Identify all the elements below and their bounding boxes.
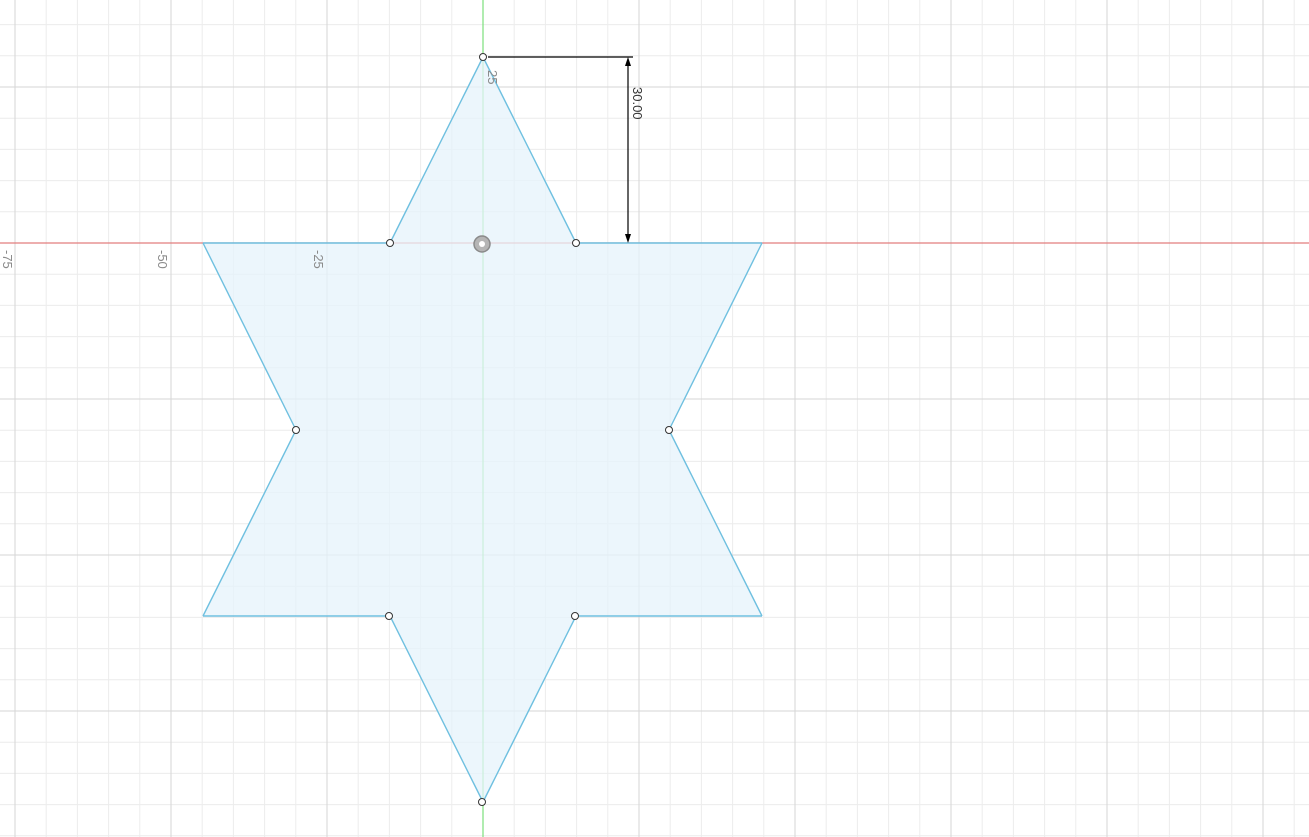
sketch-line[interactable] — [202, 242, 297, 431]
sketch-line[interactable] — [389, 615, 484, 803]
sketch-point[interactable] — [292, 426, 300, 434]
sketch-line[interactable] — [202, 429, 297, 617]
sketch-point[interactable] — [572, 239, 580, 247]
star-outline — [202, 56, 763, 803]
dimension-arrow-bottom — [625, 234, 631, 243]
sketch-line[interactable] — [668, 242, 763, 431]
dimension-arrow-top — [625, 57, 631, 66]
sketch-point[interactable] — [665, 426, 673, 434]
dimension-value[interactable]: 30.00 — [630, 87, 645, 120]
sketch-line[interactable] — [668, 429, 763, 617]
sketch-point[interactable] — [478, 798, 486, 806]
sketch-point[interactable] — [479, 53, 487, 61]
sketch-points — [292, 53, 673, 806]
profile-region[interactable] — [203, 57, 762, 802]
axis-label-x-neg50: -50 — [155, 250, 170, 269]
axis-label-x-neg25: -25 — [311, 250, 326, 269]
origin-icon[interactable] — [473, 235, 491, 253]
dimension-30[interactable]: 30.00 — [488, 56, 645, 243]
sketch-line[interactable] — [482, 615, 577, 803]
sketch-line[interactable] — [389, 56, 484, 244]
sketch-point[interactable] — [386, 239, 394, 247]
sketch-point[interactable] — [571, 612, 579, 620]
sketch-point[interactable] — [385, 612, 393, 620]
axis-label-y-25: 25 — [485, 70, 500, 84]
axis-label-x-neg75: -75 — [0, 250, 15, 269]
sketch-line[interactable] — [482, 56, 577, 244]
